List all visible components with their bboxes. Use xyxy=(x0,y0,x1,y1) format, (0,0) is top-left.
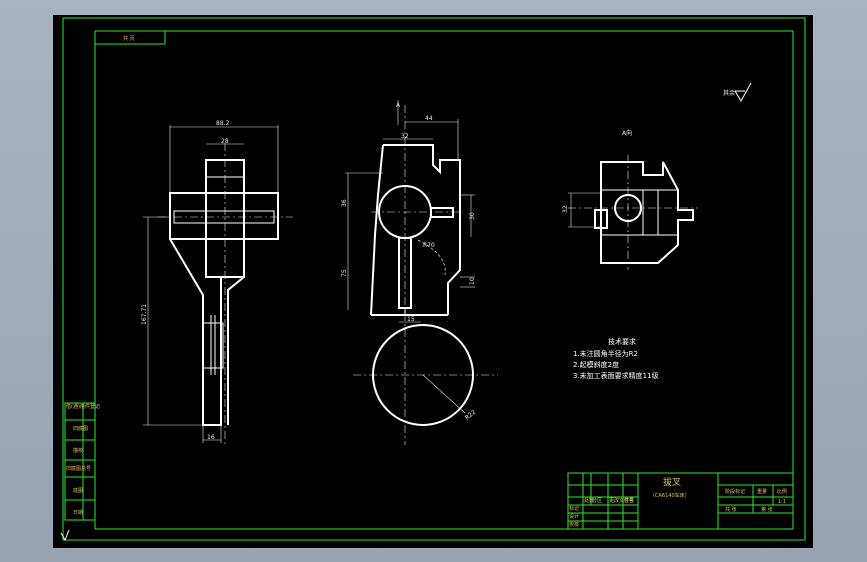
dim-36: 36 xyxy=(341,199,348,207)
dim-32: 32 xyxy=(401,133,409,140)
dim-167-71: 167.71 xyxy=(141,304,148,325)
tech-requirements: 技术要求 1.未注圆角半径为R2 2.起模斜度2度 3.未加工表面要求精度11级 xyxy=(573,337,659,380)
dim-30: 30 xyxy=(469,212,476,220)
tb-sheets-total: 共 张 xyxy=(725,506,737,513)
section-marker: A xyxy=(396,102,401,109)
aux-view: A向 32 xyxy=(562,129,698,270)
surface-finish-label: 其余 xyxy=(723,89,735,97)
dim-r70: R70 xyxy=(423,242,435,249)
tb-row-2: 设计 xyxy=(569,513,579,520)
tb-header-2: 重量 xyxy=(757,488,767,495)
tb-col-3: 更改文件号 xyxy=(609,497,634,504)
dim-r22: R22 xyxy=(464,408,478,421)
tb-header-1: 阶段标记 xyxy=(725,488,745,495)
tb-header-3: 比例 xyxy=(777,488,787,495)
tb-sheet-num: 第 张 xyxy=(761,506,773,513)
tb-scale: 1:1 xyxy=(778,499,786,505)
front-view: A 44 32 36 75 30 10 15 R70 R22 xyxy=(341,100,498,445)
tb-row-1: 标记 xyxy=(569,505,579,512)
dim-88-2: 88.2 xyxy=(216,120,230,127)
part-subtitle: （CA6140车床） xyxy=(650,492,690,499)
left-view: 88.2 28 167.71 16 xyxy=(141,120,293,445)
top-left-box-text: 共 页 xyxy=(123,35,135,42)
left-row-5: 底图 xyxy=(73,487,83,494)
inner-frame xyxy=(94,30,794,530)
tech-heading: 技术要求 xyxy=(608,337,636,346)
left-row-6: 日期 xyxy=(73,510,83,516)
part-title: 拔叉 xyxy=(663,476,681,488)
dim-16: 16 xyxy=(207,434,215,441)
aux-view-label: A向 xyxy=(622,129,632,137)
drawing-canvas: 共 页 借(通)用件登记 旧底图 描校 旧底图总号 底图 日期 其余 xyxy=(60,17,806,542)
left-row-3: 描校 xyxy=(73,447,83,454)
left-row-2: 旧底图 xyxy=(73,425,88,432)
dim-aux-32: 32 xyxy=(562,205,569,213)
top-left-box xyxy=(94,30,166,45)
tb-col-1: 处数 xyxy=(584,497,594,504)
tb-col-2: 分区 xyxy=(592,497,602,504)
dim-15: 15 xyxy=(407,316,415,323)
left-row-1: 借(通)用件登记 xyxy=(66,403,100,410)
dim-28: 28 xyxy=(221,138,229,145)
ucs-icon xyxy=(60,529,70,542)
cad-viewport[interactable]: 共 页 借(通)用件登记 旧底图 描校 旧底图总号 底图 日期 其余 xyxy=(53,15,813,548)
dim-75: 75 xyxy=(341,269,348,277)
left-label-table: 借(通)用件登记 旧底图 描校 旧底图总号 底图 日期 xyxy=(64,402,100,521)
tb-row-3: 校核 xyxy=(569,521,579,528)
tech-item-2: 2.起模斜度2度 xyxy=(573,360,619,369)
tb-col-4: 签名 xyxy=(624,497,634,504)
dim-44: 44 xyxy=(425,115,433,122)
surface-finish-symbol: 其余 xyxy=(723,82,752,102)
left-row-4: 旧底图总号 xyxy=(66,465,91,472)
title-block: 拔叉 （CA6140车床） 标记 设计 校核 处数 分区 更改文件号 签名 阶段… xyxy=(567,472,794,530)
tech-item-3: 3.未加工表面要求精度11级 xyxy=(573,371,659,380)
outer-frame xyxy=(62,17,806,541)
tech-item-1: 1.未注圆角半径为R2 xyxy=(573,349,638,358)
dim-10: 10 xyxy=(469,277,476,285)
